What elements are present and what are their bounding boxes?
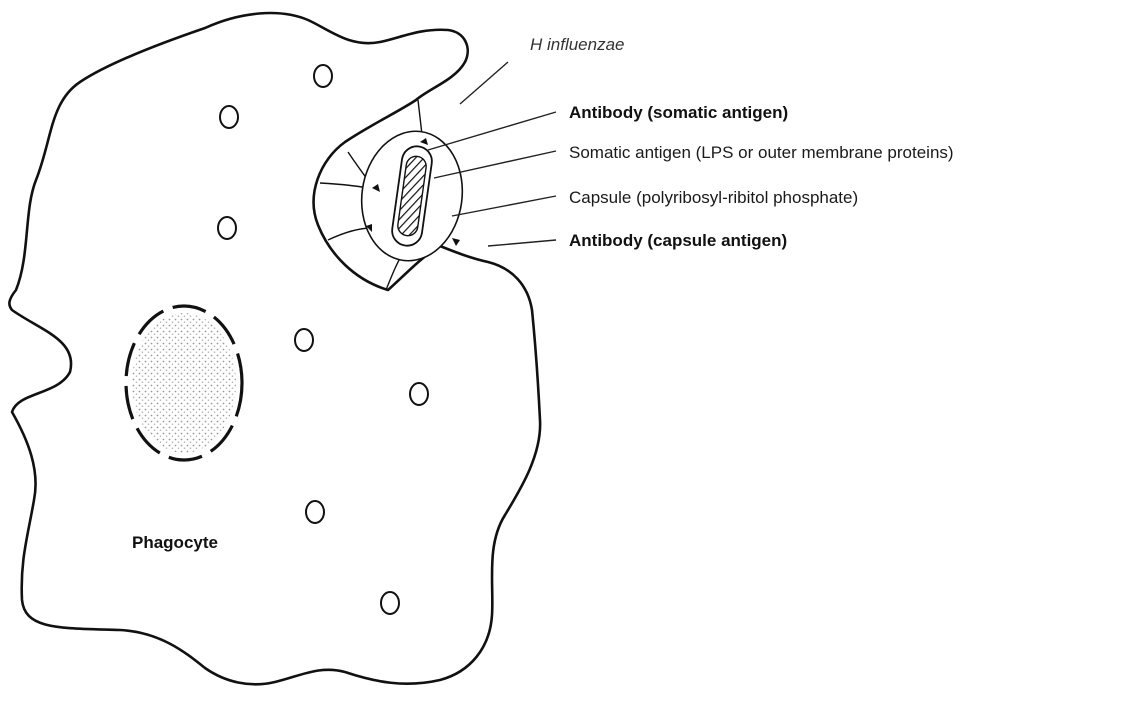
phagocyte-membrane [9, 13, 540, 684]
leader-h-influenzae [460, 62, 508, 104]
granule [381, 592, 399, 614]
label-phagocyte: Phagocyte [132, 533, 218, 552]
granule [306, 501, 324, 523]
granule [295, 329, 313, 351]
leader-antibody-somatic [428, 112, 556, 150]
granule [218, 217, 236, 239]
granule [410, 383, 428, 405]
label-antibody-capsule: Antibody (capsule antigen) [569, 231, 787, 250]
label-capsule: Capsule (polyribosyl-ribitol phosphate) [569, 188, 858, 207]
label-antibody-somatic: Antibody (somatic antigen) [569, 103, 788, 122]
nucleus [126, 306, 242, 460]
granule [220, 106, 238, 128]
leader-capsule [452, 196, 556, 216]
leader-antibody-capsule [488, 240, 556, 246]
label-somatic-antigen: Somatic antigen (LPS or outer membrane p… [569, 143, 954, 162]
label-h-influenzae: H influenzae [530, 35, 625, 54]
h-influenzae-bacterium [353, 125, 470, 268]
granule [314, 65, 332, 87]
